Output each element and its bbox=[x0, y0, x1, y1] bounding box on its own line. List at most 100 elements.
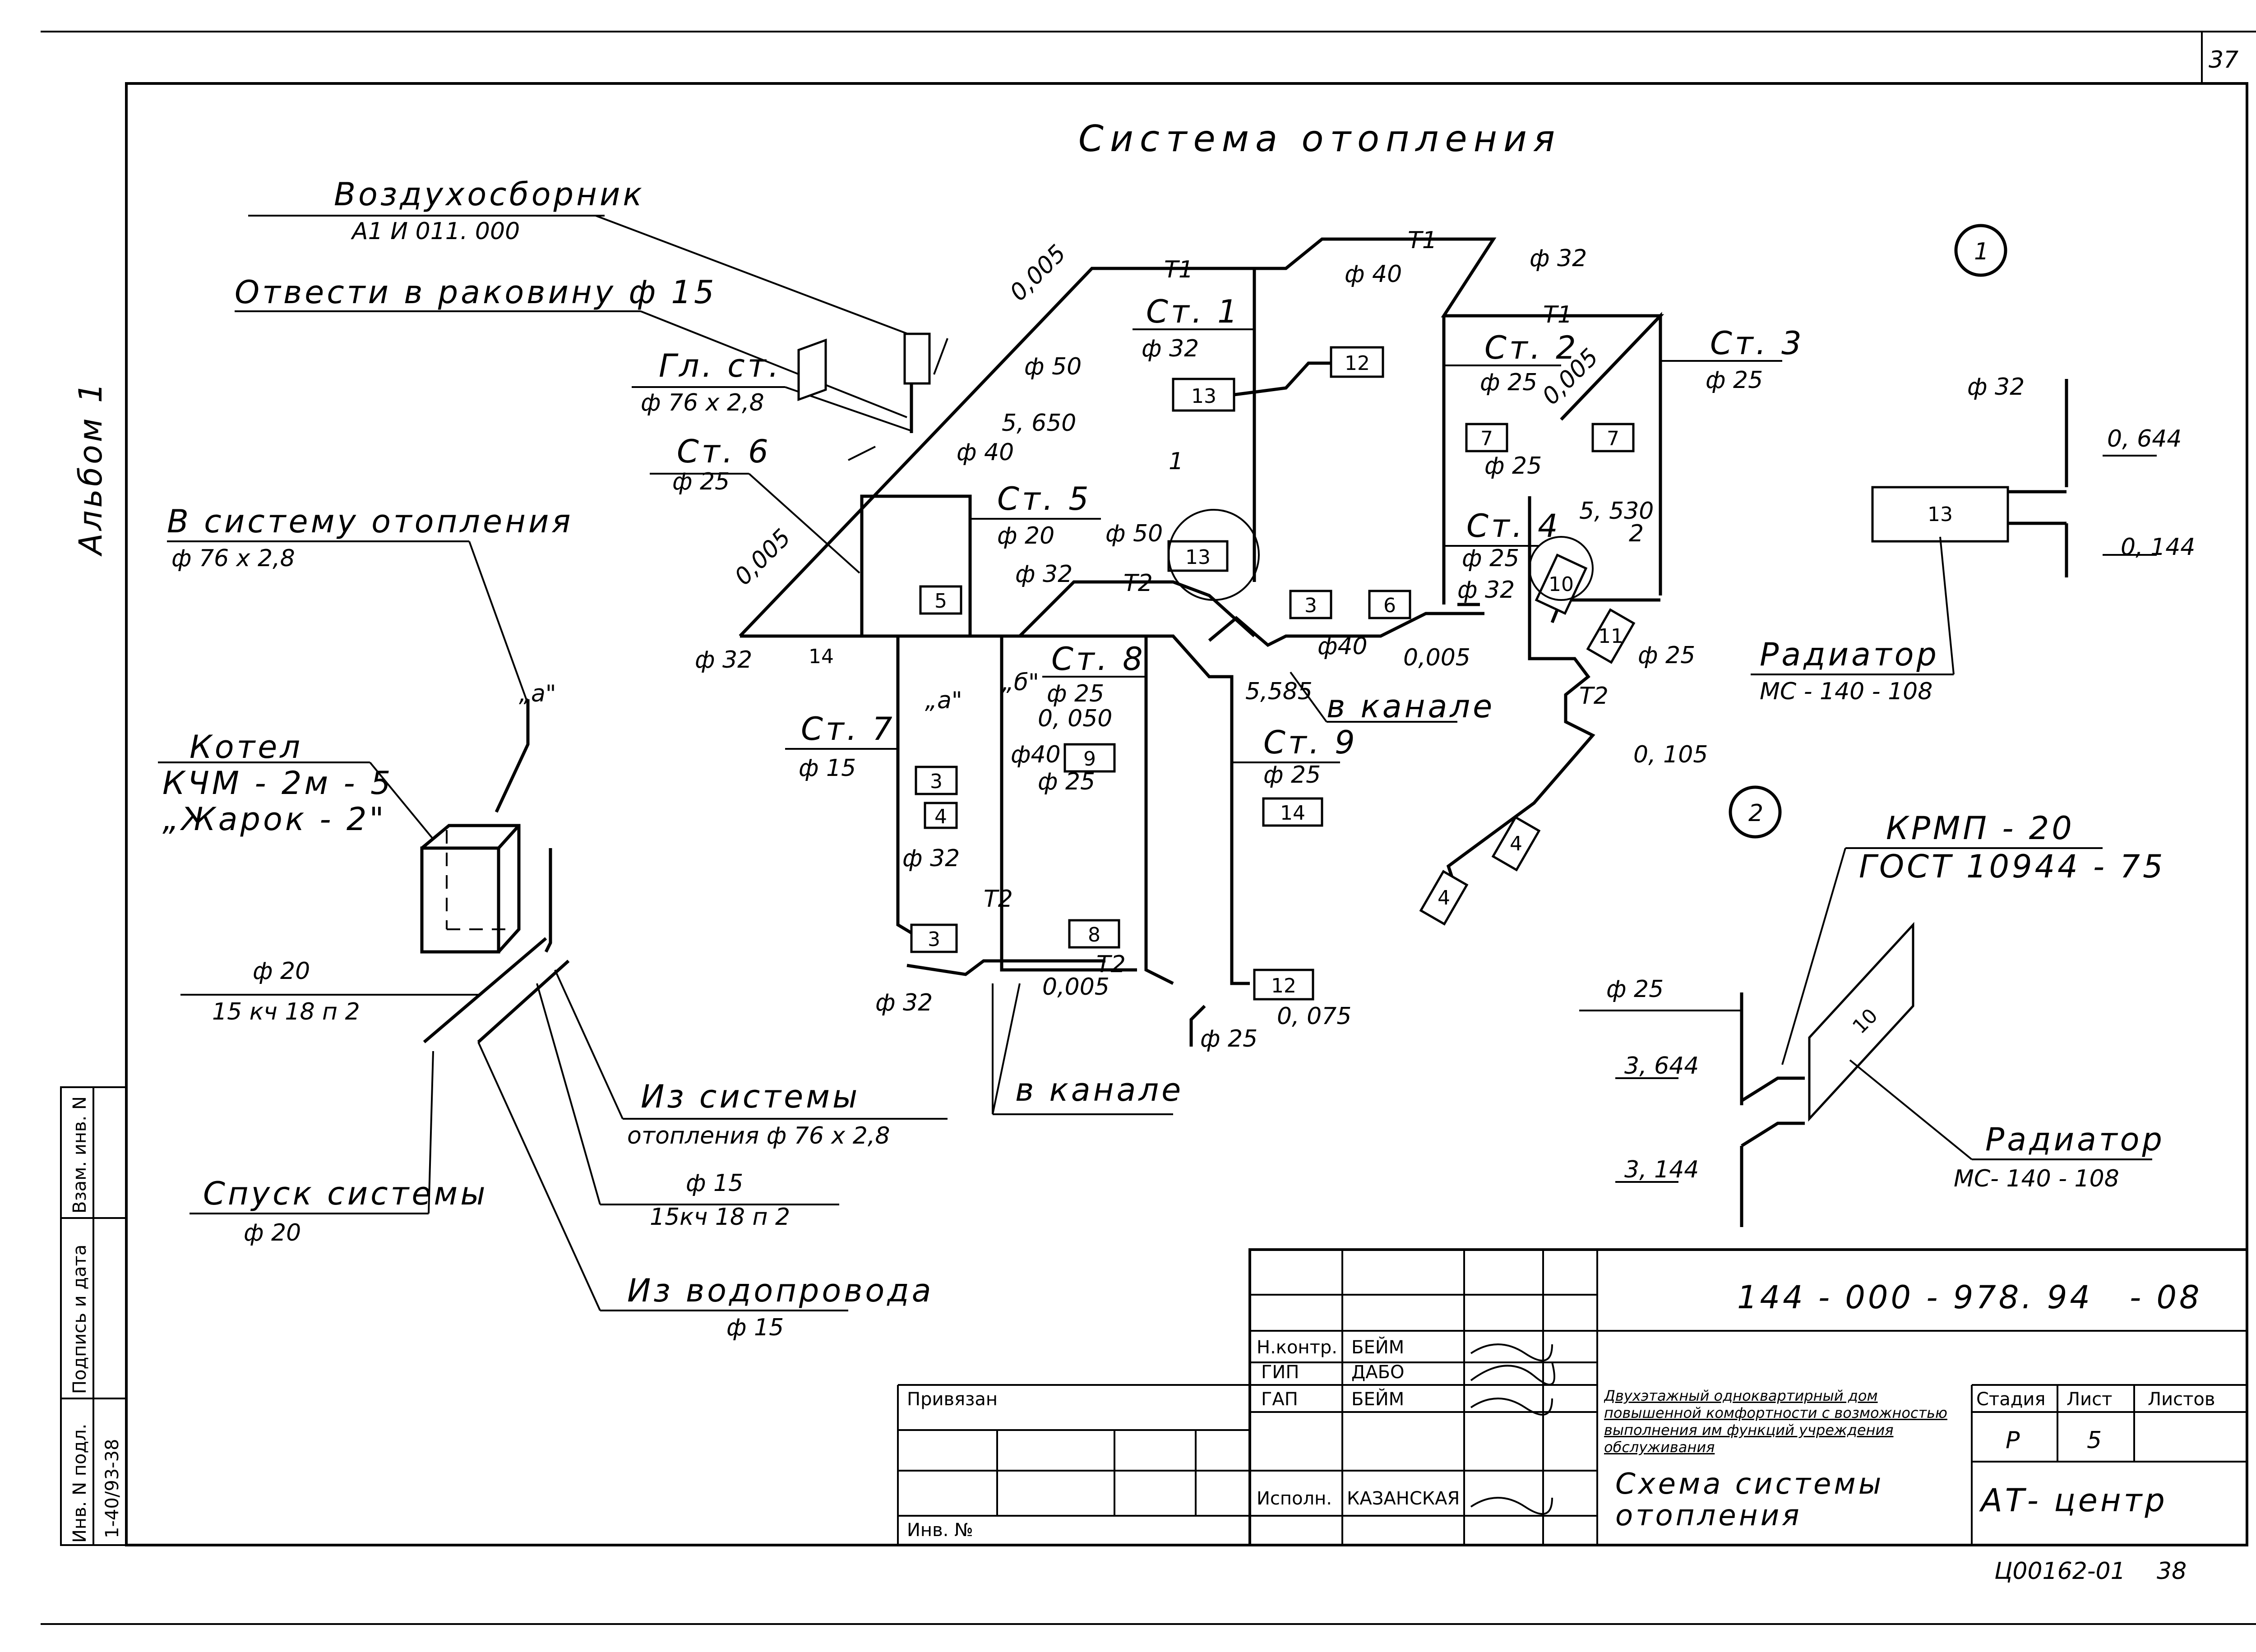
detail-1-ref: 1 bbox=[1169, 448, 1183, 475]
el-5650: 5, 650 bbox=[1002, 410, 1076, 437]
tied-label: Привязан bbox=[907, 1389, 998, 1410]
radiator-4a: 4 bbox=[1438, 886, 1450, 909]
detail-1-e0644: 0, 644 bbox=[2107, 425, 2182, 452]
mark-b: „б" bbox=[1002, 669, 1039, 696]
radiator-13b: 13 bbox=[1185, 546, 1211, 569]
d32-d: ф 32 bbox=[1457, 577, 1515, 604]
role-gip: ГИП bbox=[1261, 1362, 1299, 1383]
valve-15kch-2: 15кч 18 п 2 bbox=[650, 1204, 790, 1231]
st4: Ст. 4 bbox=[1466, 508, 1561, 545]
org-name: АТ- центр bbox=[1979, 1482, 2168, 1519]
title-block: 144 - 000 - 978. 94 - 08 Н.контр. ГИП ГА… bbox=[897, 1248, 2248, 1546]
st1-d: ф 32 bbox=[1142, 335, 1199, 362]
album-label: Альбом 1 bbox=[72, 380, 109, 557]
el-0075: 0, 075 bbox=[1277, 1003, 1351, 1030]
project-name: Двухэтажный одноквартирный дом повышенно… bbox=[1604, 1387, 1947, 1456]
radiator-9: 9 bbox=[1083, 748, 1096, 771]
st8: Ст. 8 bbox=[1051, 641, 1146, 678]
from-system-dim: отопления ф 76 х 2,8 bbox=[627, 1122, 890, 1149]
detail-1-circle: 1 bbox=[1974, 238, 1989, 265]
el-5530: 5, 530 bbox=[1579, 498, 1654, 525]
inv-label: Инв. № bbox=[907, 1520, 973, 1541]
detail-1-e0144: 0, 144 bbox=[2121, 534, 2195, 561]
to-heating-label: В систему отопления bbox=[167, 503, 573, 540]
detail-2-label: Радиатор bbox=[1985, 1121, 2165, 1158]
d40-c: ф40 bbox=[1318, 633, 1368, 660]
detail-1-model: МС - 140 - 108 bbox=[1760, 678, 1932, 705]
d32-b: ф 32 bbox=[695, 646, 752, 674]
st6-label: Ст. 6 bbox=[677, 433, 771, 470]
st4-d: ф 25 bbox=[1462, 545, 1519, 572]
from-system-label: Из системы bbox=[641, 1078, 860, 1115]
d32-f: ф 32 bbox=[875, 989, 933, 1016]
in-channel-2: в канале bbox=[1015, 1071, 1183, 1108]
sheet-header: Лист bbox=[2066, 1389, 2112, 1410]
in-channel-1: в канале bbox=[1327, 688, 1495, 725]
st7-d: ф 15 bbox=[799, 755, 856, 782]
d32-c: ф 32 bbox=[1015, 561, 1073, 588]
radiator-6: 6 bbox=[1383, 594, 1396, 617]
st3: Ст. 3 bbox=[1710, 325, 1804, 362]
name-beim-2: БЕЙМ bbox=[1351, 1388, 1404, 1410]
radiator-7a: 7 bbox=[1480, 427, 1493, 450]
name-kazanskaya: КАЗАНСКАЯ bbox=[1347, 1488, 1460, 1509]
t2-label-c: Т2 bbox=[984, 886, 1013, 913]
role-ispoln: Исполн. bbox=[1257, 1488, 1332, 1509]
radiator-8: 8 bbox=[1088, 923, 1100, 946]
footer-num: 38 bbox=[2157, 1558, 2187, 1585]
sheet-value: 5 bbox=[2087, 1427, 2102, 1454]
st5-d: ф 20 bbox=[997, 522, 1054, 549]
main-riser-dim: ф 76 х 2,8 bbox=[641, 389, 764, 416]
detail-2-e3144: 3, 144 bbox=[1624, 1156, 1699, 1183]
elevations: 5, 650 5, 530 5,585 0, 050 0, 105 0, 075… bbox=[992, 410, 1708, 1115]
radiator-3b: 4 bbox=[934, 805, 947, 828]
drain-system-label: Спуск системы bbox=[203, 1175, 488, 1212]
slope-left: 0,005 bbox=[730, 524, 796, 591]
detail-1-d32: ф 32 bbox=[1967, 374, 2025, 401]
radiator-7b: 7 bbox=[1607, 427, 1619, 450]
mark-a: „а" bbox=[925, 687, 962, 714]
d40-d: ф40 bbox=[1011, 741, 1061, 768]
slope-bottom: 0,005 bbox=[1042, 974, 1110, 1001]
d50-b: ф 50 bbox=[1105, 520, 1163, 547]
d40-a: ф 40 bbox=[957, 439, 1014, 466]
t1-label-c: Т1 bbox=[1543, 301, 1572, 328]
t2-label-d: Т2 bbox=[1096, 951, 1126, 978]
drain-d20: ф 20 bbox=[244, 1219, 301, 1246]
boiler-label: Котел bbox=[190, 729, 303, 766]
t2-label-b: Т2 bbox=[1579, 683, 1609, 710]
to-heating-dim: ф 76 х 2,8 bbox=[171, 545, 295, 572]
stamp-inv-value: 1-40/93-38 bbox=[102, 1439, 123, 1539]
detail-2: 2 КРМП - 20 ГОСТ 10944 - 75 ф 25 10 3, 6… bbox=[1579, 785, 2165, 1227]
radiator-14a: 14 bbox=[809, 645, 834, 668]
drawing-name: Схема системы отопления bbox=[1615, 1468, 1881, 1532]
radiator-12a: 12 bbox=[1345, 352, 1370, 375]
air-collector-label: Воздухосборник bbox=[334, 176, 645, 213]
stamp-col2: Подпись и дата bbox=[69, 1245, 90, 1394]
radiator-10: 10 bbox=[1549, 573, 1574, 596]
role-nkontr: Н.контр. bbox=[1257, 1337, 1337, 1358]
st8-d: ф 25 bbox=[1047, 680, 1104, 707]
detail-1-radiator: 13 bbox=[1928, 503, 1953, 526]
footer-code: Ц00162-01 bbox=[1994, 1558, 2126, 1585]
detail-1: 1 ф 32 13 0, 644 0, 144 Радиатор МС - 14… bbox=[1751, 224, 2195, 705]
from-water-d15: ф 15 bbox=[726, 1314, 784, 1341]
d25-d: ф 25 bbox=[1484, 452, 1542, 480]
st1: Ст. 1 bbox=[1146, 293, 1240, 330]
d25-a: ф 25 bbox=[1638, 642, 1695, 669]
valve-15kch: 15 кч 18 п 2 bbox=[212, 998, 360, 1025]
radiator-4b: 4 bbox=[1510, 832, 1522, 855]
boiler-name: „Жарок - 2" bbox=[162, 801, 387, 838]
signature-2 bbox=[1470, 1362, 1555, 1386]
detail-2-valve: КРМП - 20 bbox=[1886, 810, 2075, 847]
sheet-frame: 37 bbox=[41, 31, 2256, 1625]
from-water-label: Из водопровода bbox=[627, 1272, 934, 1309]
signature-3 bbox=[1470, 1398, 1553, 1416]
mark-a-left: „а" bbox=[519, 680, 556, 707]
pipe-network bbox=[739, 237, 1664, 1047]
d25-c: ф 25 bbox=[1200, 1025, 1257, 1052]
detail-2-ref: 2 bbox=[1629, 520, 1644, 547]
detail-1-label: Радиатор bbox=[1760, 636, 1939, 673]
sheets-header: Листов bbox=[2148, 1389, 2215, 1410]
